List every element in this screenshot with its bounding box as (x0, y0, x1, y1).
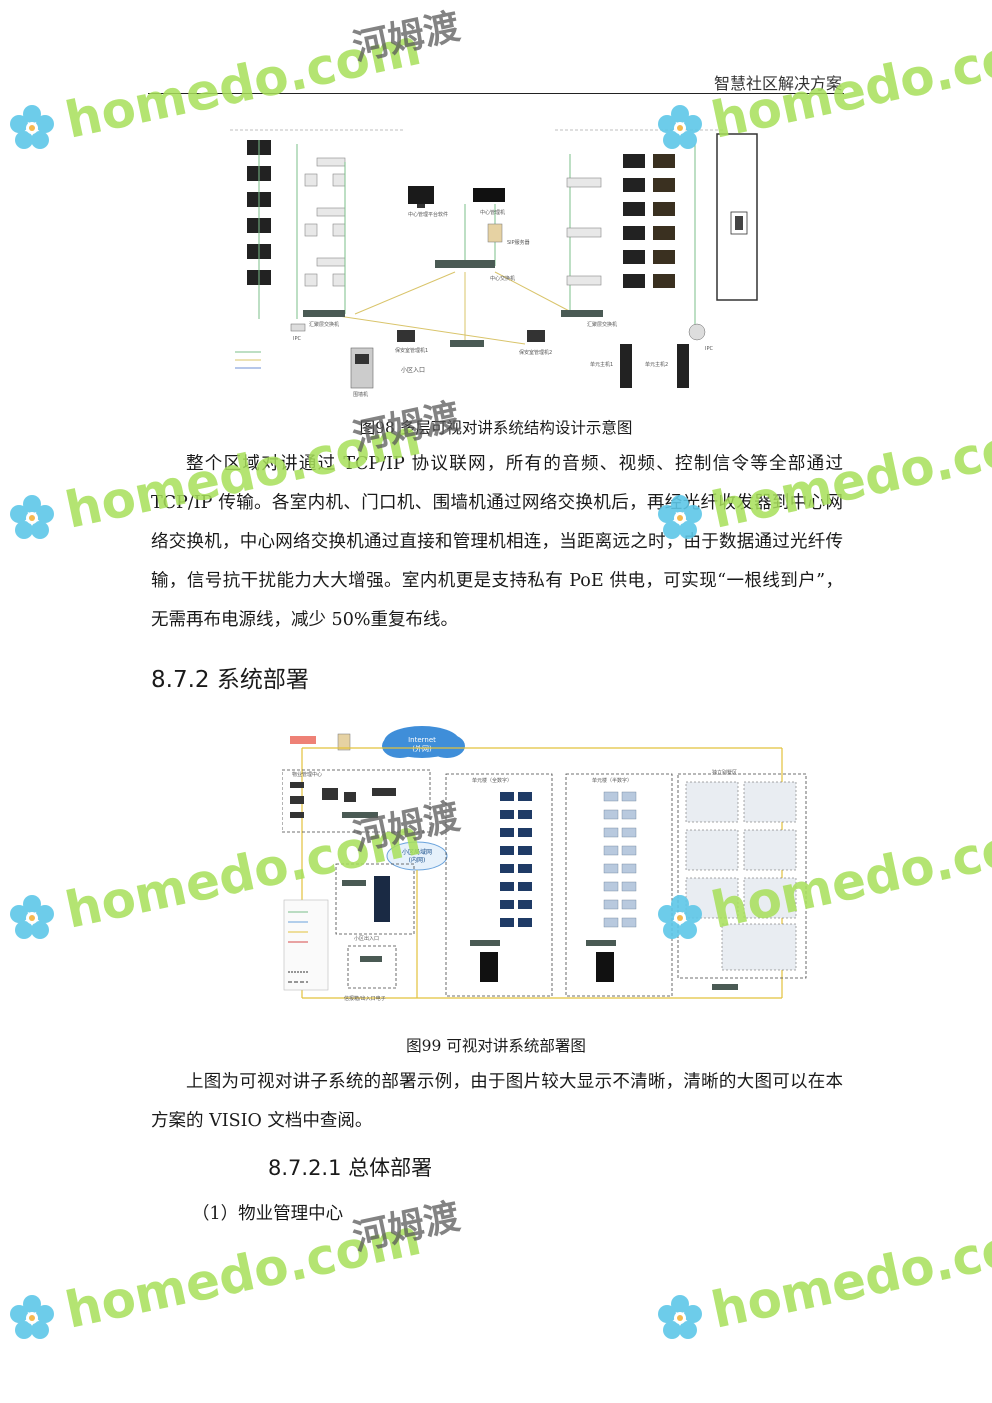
figure-98-svg: 中心管理平台软件 中心管理机 SIP服务器 中心交换机 汇聚层交换机 汇聚层交换… (230, 129, 758, 398)
label-agg-switch-right: 汇聚层交换机 (587, 321, 617, 328)
list-item-property-center: （1）物业管理中心 (192, 1204, 344, 1224)
page-header-title: 智慧社区解决方案 (713, 74, 842, 93)
label-guard1: 保安室管理机1 (395, 347, 428, 354)
entrance-door-station (374, 876, 390, 922)
label-fence: 信报箱/出入口电子 (344, 995, 386, 1002)
villa-units (685, 781, 797, 971)
label-lan-sub: (内网) (409, 856, 426, 864)
label-unit-host1: 单元主机1 (590, 361, 613, 368)
body-paragraph-2: 上图为可视对讲子系统的部署示例，由于图片较大显示不清晰，清晰的大图可以在本方案的… (151, 1072, 843, 1131)
building-a-monitors (500, 792, 532, 927)
right-indoor-monitors (623, 154, 675, 288)
subsection-heading: 8.7.2.1 总体部署 (268, 1156, 433, 1180)
lan-cloud: 小区局域网 (内网) (386, 841, 448, 871)
header-rule (148, 93, 844, 94)
elevator-shaft (716, 133, 758, 301)
watermark-flower-icon (10, 895, 54, 939)
watermark-flower-icon (10, 495, 54, 539)
figure-98-diagram: 中心管理平台软件 中心管理机 SIP服务器 中心交换机 汇聚层交换机 汇聚层交换… (225, 124, 770, 402)
watermark-flower-icon (658, 1295, 702, 1339)
figure-99-diagram: Internet (外网) 小区局域网 (内网) (281, 718, 812, 1008)
label-building-b: 单元楼（半数字） (592, 777, 632, 784)
label-center-manager: 中心管理机 (480, 209, 505, 216)
building-b-monitors (603, 791, 637, 928)
label-unit-host2: 单元主机2 (645, 361, 668, 368)
internet-cloud: Internet (外网) (382, 726, 465, 758)
left-switches (304, 157, 346, 287)
svg-text:河姆渡: 河姆渡 (349, 1196, 463, 1259)
label-internet: Internet (408, 736, 436, 744)
label-entrance: 小区出入口 (354, 935, 379, 942)
label-lan: 小区局域网 (402, 848, 432, 856)
center-equipment: 中心管理平台软件 中心管理机 SIP服务器 中心交换机 (408, 186, 530, 282)
unit-host-2 (677, 344, 689, 388)
figure-99-svg: Internet (外网) 小区局域网 (内网) (281, 726, 807, 1002)
label-center-software: 中心管理平台软件 (408, 211, 448, 218)
label-ipc-left: IPC (293, 336, 301, 342)
label-entrance: 小区入口 (401, 366, 425, 374)
watermark-flower-icon (10, 105, 54, 149)
body-paragraph-1: 整个区域对讲通过 TCP/IP 协议联网，所有的音频、视频、控制信令等全部通过 … (151, 454, 843, 630)
label-fence: 围墙机 (353, 391, 368, 398)
section-heading: 8.7.2 系统部署 (151, 667, 309, 693)
svg-text:homedo.com: homedo.com (60, 1208, 425, 1340)
watermark-flower-icon (10, 1295, 54, 1339)
figure-99-caption: 图99 可视对讲系统部署图 (406, 1037, 586, 1055)
label-villa: 独立别墅区 (712, 769, 737, 776)
label-property-center: 物业管理中心 (292, 771, 322, 778)
label-guard2: 保安室管理机2 (519, 349, 552, 356)
label-ipc-right: IPC (705, 346, 713, 352)
svg-text:homedo.com: homedo.com (706, 1208, 992, 1340)
label-building-a: 单元楼（全数字） (472, 777, 512, 784)
watermark-bottom-right: homedo.com (658, 1208, 992, 1340)
right-switches (566, 177, 602, 286)
watermark-cn: 河姆渡 (349, 6, 463, 69)
label-center-switch: 中心交换机 (490, 275, 515, 282)
figure-98-caption: 图98 多层可视对讲系统结构设计示意图 (359, 419, 633, 437)
label-agg-switch-left: 汇聚层交换机 (309, 321, 339, 328)
label-sip-server: SIP服务器 (507, 239, 530, 246)
unit-host-1 (620, 344, 632, 388)
